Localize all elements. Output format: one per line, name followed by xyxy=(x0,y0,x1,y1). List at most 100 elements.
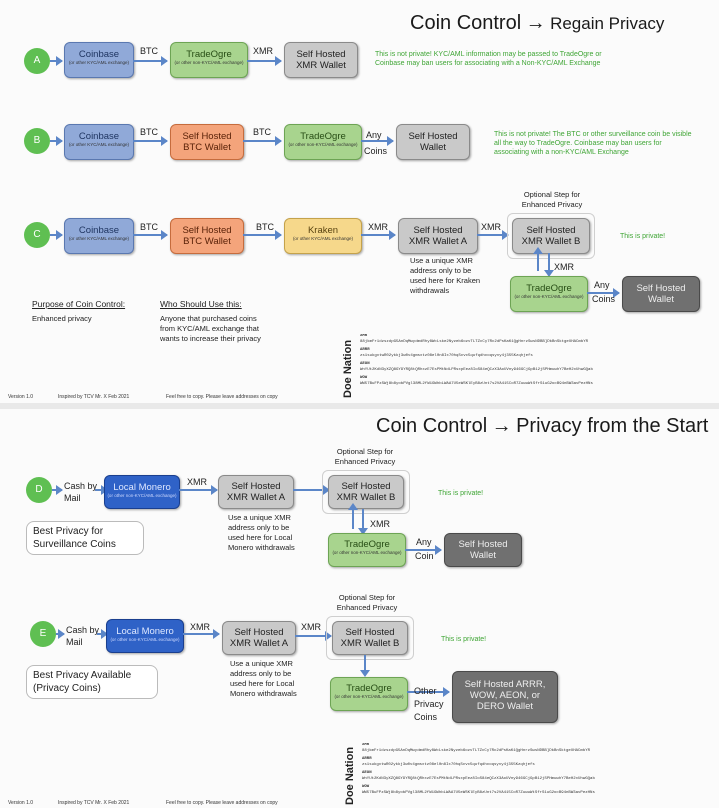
node-label: BTC Wallet xyxy=(183,142,231,153)
edge-label-xmr: XMR xyxy=(301,622,321,632)
node-label: DERO Wallet xyxy=(476,701,534,712)
address-value: zs1sukgxtwR02ykkj3w0v4gmsxtz08el0n8Ix70h… xyxy=(362,763,535,767)
who-text: Anyone that purchased coins from KYC/AML… xyxy=(160,314,261,343)
self-hosted-xmr-wallet-a-node: Self Hosted XMR Wallet A xyxy=(398,218,478,254)
optional-step-line: Optional Step for xyxy=(523,190,581,199)
node-label: TradeOgre xyxy=(344,539,390,550)
arrow xyxy=(133,56,168,66)
node-label: Coinbase xyxy=(78,225,120,236)
optional-step-line: Enhanced Privacy xyxy=(336,603,398,612)
node-label: Self Hosted xyxy=(234,627,284,638)
other-privacy-coins-label: Other Privacy Coins xyxy=(414,685,444,724)
arrow xyxy=(243,136,282,146)
tradeogre-node: TradeOgre (or other non-KYC/AML exchange… xyxy=(510,276,588,312)
node-label: Self Hosted xyxy=(231,481,281,492)
arrow xyxy=(587,288,620,298)
purpose-title: Purpose of Coin Control: xyxy=(32,299,126,309)
edge-label-line: Coins xyxy=(414,712,438,722)
address-label: WOW xyxy=(362,785,370,789)
node-label: Local Monero xyxy=(113,482,171,493)
cash-by-mail-label: Cash by xyxy=(66,625,100,635)
row-c-note: This is private! xyxy=(620,233,666,240)
node-sublabel: (or other non-KYC/AML exchange) xyxy=(107,493,177,498)
best-privacy-line: Best Privacy for xyxy=(33,526,104,537)
optional-step-line: Optional Step for xyxy=(338,593,396,602)
node-sublabel: (or other KYC/AML exchange) xyxy=(68,142,130,147)
node-sublabel: (or other KYC/AML exchange) xyxy=(68,236,130,241)
arrow xyxy=(56,629,65,639)
self-hosted-wallet-node: Self Hosted Wallet xyxy=(444,533,522,567)
node-label: WOW, AEON, or xyxy=(469,690,541,701)
arrow xyxy=(295,631,332,641)
arrow xyxy=(405,545,442,555)
who-title: Who Should Use this: xyxy=(160,299,242,309)
address-value: WnYUt2KdN3yXZQ8GY9YRQ8tQRhxzE7EsPMtNdLPR… xyxy=(360,368,593,372)
node-sublabel: (or other KYC/AML exchange) xyxy=(68,60,130,65)
edge-label-btc: BTC xyxy=(140,127,158,137)
address-value: WW57BuFPzSWj8b8yobPVgl38ML2fW1GWhbLWAA7U… xyxy=(360,382,593,386)
node-label: XMR Wallet B xyxy=(336,492,396,503)
row-c-badge: C xyxy=(24,222,50,248)
arrow xyxy=(247,56,282,66)
self-hosted-btc-wallet-node: Self Hosted BTC Wallet xyxy=(170,124,244,160)
node-sublabel: (or other non-KYC/AML exchange) xyxy=(110,637,180,642)
footer-inspired: Inspired by TCV Mr. X Feb 2021 xyxy=(58,394,130,400)
node-label: Self Hosted xyxy=(296,49,346,60)
address-value: WnYUt2KdN3yXZQ8GY9YRQ8tQRhxzE7EsPMtNdLPR… xyxy=(362,777,595,781)
arrow xyxy=(133,230,168,240)
address-value: 88jkmFr1dzszdpG5AnDqMwydmdRhy8WcLske2Nyz… xyxy=(360,340,589,344)
title-sub: Regain Privacy xyxy=(550,14,665,33)
edge-label-coins: Coins xyxy=(364,146,388,156)
panel-privacy-from-start: Coin Control → Privacy from the Start D … xyxy=(0,409,719,808)
edge-label-line: Privacy xyxy=(414,699,444,709)
arrow xyxy=(358,509,368,535)
arrow xyxy=(361,136,394,146)
row-d-badge: D xyxy=(26,477,52,503)
node-label: XMR Wallet xyxy=(296,60,346,71)
self-hosted-btc-wallet-node: Self Hosted BTC Wallet xyxy=(170,218,244,254)
arrow xyxy=(348,503,358,529)
node-label: Wallet xyxy=(419,142,447,153)
arrow xyxy=(52,485,63,495)
optional-step-label: Optional Step for Enhanced Privacy xyxy=(512,190,592,210)
edge-label-any: Any xyxy=(594,280,610,290)
self-hosted-wallet-node: Self Hosted Wallet xyxy=(622,276,700,312)
row-e-badge: E xyxy=(30,621,56,647)
edge-label-coin: Coin xyxy=(415,551,434,561)
node-label: Coinbase xyxy=(78,131,120,142)
edge-label-any: Any xyxy=(416,537,432,547)
best-privacy-available-box: Best Privacy Available (Privacy Coins) xyxy=(26,665,158,699)
optional-step-box xyxy=(322,470,410,514)
node-label: Self Hosted ARRR, xyxy=(464,679,546,690)
donation-addresses: XMR 88jkmFr1dzszdpG5AnDqMwydmdRhy8WcLske… xyxy=(362,743,716,805)
row-a-badge: A xyxy=(24,48,50,74)
local-monero-unique-address-note: Use a unique XMR address only to be used… xyxy=(228,513,295,552)
node-label: Wallet xyxy=(647,294,675,305)
node-label: TradeOgre xyxy=(186,49,232,60)
panel2-title: Coin Control → Privacy from the Start xyxy=(376,415,708,438)
node-sublabel: (or other non-KYC/AML exchange) xyxy=(288,142,358,147)
arrow xyxy=(243,230,282,240)
edge-label-xmr: XMR xyxy=(253,46,273,56)
self-hosted-xmr-wallet-b-node: Self Hosted XMR Wallet B xyxy=(332,621,408,655)
row-d-note: This is private! xyxy=(438,490,484,497)
node-label: BTC Wallet xyxy=(183,236,231,247)
node-label: TradeOgre xyxy=(346,683,392,694)
node-sublabel: (or other non-KYC/AML exchange) xyxy=(334,694,404,699)
donation-label: Doe Nation xyxy=(344,746,356,805)
node-label: Self Hosted xyxy=(345,627,395,638)
tradeogre-node: TradeOgre (or other non-KYC/AML exchange… xyxy=(330,677,408,711)
node-label: Local Monero xyxy=(116,626,174,637)
arrow xyxy=(361,230,396,240)
footer-version: Version 1.0 xyxy=(8,800,34,806)
address-label: WOW xyxy=(360,376,368,380)
tradeogre-node: TradeOgre (or other non-KYC/AML exchange… xyxy=(170,42,248,78)
self-hosted-xmr-wallet-b-node: Self Hosted XMR Wallet B xyxy=(512,218,590,254)
arrow xyxy=(179,485,218,495)
edge-label-btc: BTC xyxy=(140,222,158,232)
address-value: zs1sukgxtwR02ykkj3w0v4gmsxtz08el0n8Ix70h… xyxy=(360,354,533,358)
kraken-node: Kraken (or other KYC/AML exchange) xyxy=(284,218,362,254)
node-label: Kraken xyxy=(307,225,339,236)
local-monero-unique-address-note: Use a unique XMR address only to be used… xyxy=(230,659,297,698)
node-label: XMR Wallet A xyxy=(229,638,289,649)
